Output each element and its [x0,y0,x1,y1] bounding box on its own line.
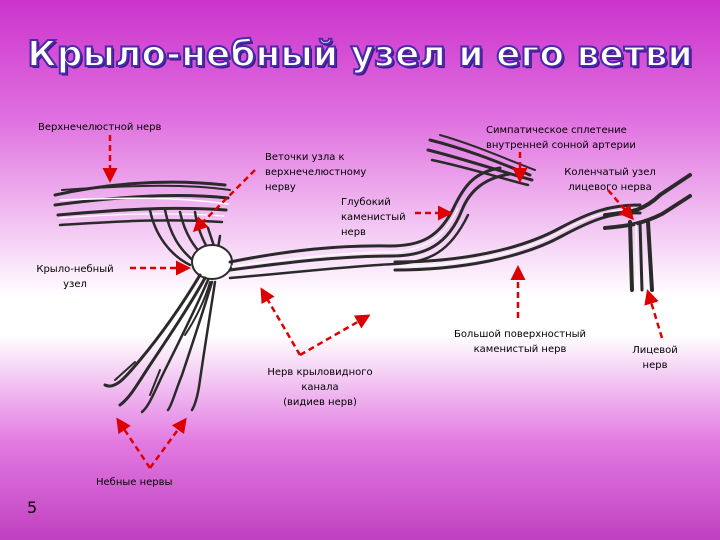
label-ganglion-branches-line1: Веточки узла к [265,150,366,165]
label-facial-line2: нерв [625,358,685,373]
arrow-branches [195,170,255,230]
label-vidian-line1: Нерв крыловидного [255,365,385,380]
arrow-facial [648,292,662,338]
label-deep-petrosal-line1: Глубокий [341,195,406,210]
ganglion-drawing [192,245,232,279]
label-pterygopalatine-ganglion: Крыло-небный узел [30,262,120,292]
label-ganglion-branches-line2: верхнечелюстному [265,165,366,180]
arrow-vidian-2 [300,316,368,355]
label-facial-nerve: Лицевой нерв [625,343,685,373]
label-ganglion-line1: Крыло-небный [30,262,120,277]
label-ganglion-branches-line3: нерву [265,180,366,195]
arrow-palatine-1 [118,420,150,468]
label-deep-petrosal-nerve: Глубокий каменистый нерв [341,195,406,240]
label-ganglion-line2: узел [30,277,120,292]
maxillary-nerve-drawing [55,182,230,225]
label-geniculate-line1: Коленчатый узел [555,165,665,180]
label-greater-petrosal-line1: Большой поверхностный [440,327,600,342]
label-deep-petrosal-line3: нерв [341,225,406,240]
label-greater-petrosal-line2: каменистый нерв [440,342,600,357]
label-palatine-nerves: Небные нервы [96,475,172,490]
label-greater-petrosal-nerve: Большой поверхностный каменистый нерв [440,327,600,357]
label-vidian-nerve: Нерв крыловидного канала (видиев нерв) [255,365,385,410]
label-ganglion-branches: Веточки узла к верхнечелюстному нерву [265,150,366,195]
label-geniculate-ganglion: Коленчатый узел лицевого нерва [555,165,665,195]
palatine-nerves-drawing [105,275,215,412]
label-vidian-line3: (видиев нерв) [255,395,385,410]
label-geniculate-line2: лицевого нерва [555,180,665,195]
slide-number: 5 [27,498,37,517]
label-vidian-line2: канала [255,380,385,395]
label-maxillary-nerve: Верхнечелюстной нерв [38,120,161,135]
arrow-vidian-1 [262,290,300,355]
arrow-palatine-2 [150,420,185,468]
label-sympathetic-plexus-line2: внутренней сонной артерии [486,138,636,153]
label-sympathetic-plexus: Симпатическое сплетение внутренней сонно… [486,123,636,153]
label-facial-line1: Лицевой [625,343,685,358]
label-sympathetic-plexus-line1: Симпатическое сплетение [486,123,636,138]
label-deep-petrosal-line2: каменистый [341,210,406,225]
